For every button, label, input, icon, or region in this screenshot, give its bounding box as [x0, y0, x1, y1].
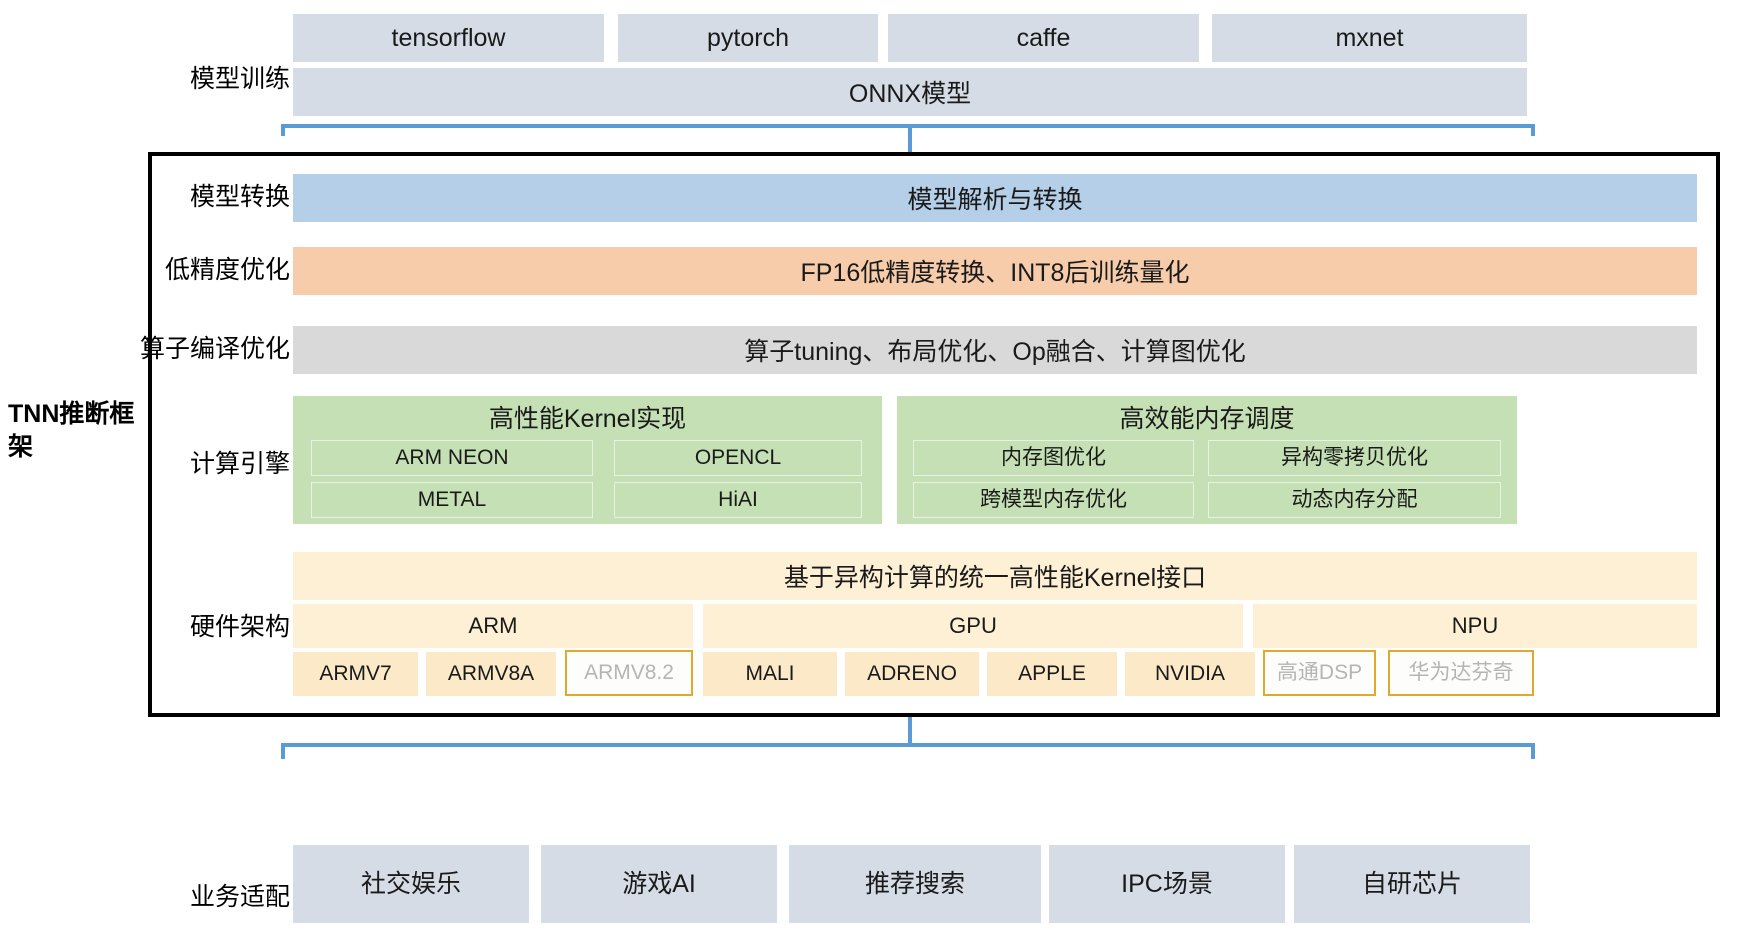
- business-box-social-entertainment[interactable]: 社交娱乐: [293, 845, 529, 923]
- business-box-ipc-scenario[interactable]: IPC场景: [1049, 845, 1285, 923]
- connector-framework-to-business: [281, 717, 1539, 767]
- hw-chip-adreno[interactable]: ADRENO: [845, 652, 979, 696]
- framework-box-caffe[interactable]: caffe: [888, 14, 1199, 62]
- hw-chip-qualcomm-dsp[interactable]: 高通DSP: [1263, 650, 1376, 696]
- connector-training-to-framework: [281, 118, 1539, 156]
- engine-group-memory-title: 高效能内存调度: [1119, 405, 1295, 433]
- hw-chip-nvidia[interactable]: NVIDIA: [1125, 652, 1255, 696]
- row-label-business: 业务适配: [189, 883, 290, 911]
- hw-group-arm[interactable]: ARM: [293, 604, 693, 648]
- tnn-framework-border: [148, 152, 1720, 717]
- band-unified-kernel-interface[interactable]: 基于异构计算的统一高性能Kernel接口: [293, 552, 1697, 600]
- hw-chip-armv8a[interactable]: ARMV8A: [426, 652, 556, 696]
- row-label-low-precision: 低精度优化: [164, 256, 290, 284]
- hw-group-gpu[interactable]: GPU: [703, 604, 1243, 648]
- engine-item-cross-model-memory-opt[interactable]: 跨模型内存优化: [913, 482, 1194, 518]
- business-box-game-ai[interactable]: 游戏AI: [541, 845, 777, 923]
- engine-group-kernel: [293, 396, 882, 524]
- row-label-model-convert: 模型转换: [189, 183, 290, 211]
- framework-box-mxnet[interactable]: mxnet: [1212, 14, 1527, 62]
- band-operator-compile[interactable]: 算子tuning、布局优化、Op融合、计算图优化: [293, 326, 1697, 374]
- framework-box-pytorch[interactable]: pytorch: [618, 14, 878, 62]
- tnn-framework-title: TNN推断框架: [8, 400, 135, 461]
- hw-chip-apple[interactable]: APPLE: [987, 652, 1117, 696]
- hw-chip-armv8-2[interactable]: ARMV8.2: [565, 650, 693, 696]
- engine-item-memory-graph-opt[interactable]: 内存图优化: [913, 440, 1194, 476]
- hw-chip-armv7[interactable]: ARMV7: [293, 652, 418, 696]
- framework-box-tensorflow[interactable]: tensorflow: [293, 14, 604, 62]
- business-box-self-developed-chip[interactable]: 自研芯片: [1294, 845, 1530, 923]
- onnx-model-band[interactable]: ONNX模型: [293, 68, 1527, 116]
- row-label-operator-compile: 算子编译优化: [139, 335, 290, 363]
- row-label-compute-engine: 计算引擎: [189, 450, 290, 478]
- engine-item-arm-neon[interactable]: ARM NEON: [311, 440, 593, 476]
- row-label-hardware: 硬件架构: [189, 613, 290, 641]
- hw-group-npu[interactable]: NPU: [1253, 604, 1697, 648]
- engine-item-dynamic-memory-alloc[interactable]: 动态内存分配: [1208, 482, 1501, 518]
- engine-group-kernel-title: 高性能Kernel实现: [488, 405, 687, 433]
- band-model-parse-convert[interactable]: 模型解析与转换: [293, 174, 1697, 222]
- engine-item-zero-copy-opt[interactable]: 异构零拷贝优化: [1208, 440, 1501, 476]
- band-low-precision[interactable]: FP16低精度转换、INT8后训练量化: [293, 247, 1697, 295]
- business-box-recommend-search[interactable]: 推荐搜索: [789, 845, 1041, 923]
- hw-chip-huawei-davinci[interactable]: 华为达芬奇: [1388, 650, 1534, 696]
- hw-chip-mali[interactable]: MALI: [703, 652, 837, 696]
- row-label-model-training: 模型训练: [189, 65, 290, 93]
- engine-item-metal[interactable]: METAL: [311, 482, 593, 518]
- engine-item-hiai[interactable]: HiAI: [614, 482, 862, 518]
- engine-item-opencl[interactable]: OPENCL: [614, 440, 862, 476]
- engine-group-memory: [897, 396, 1517, 524]
